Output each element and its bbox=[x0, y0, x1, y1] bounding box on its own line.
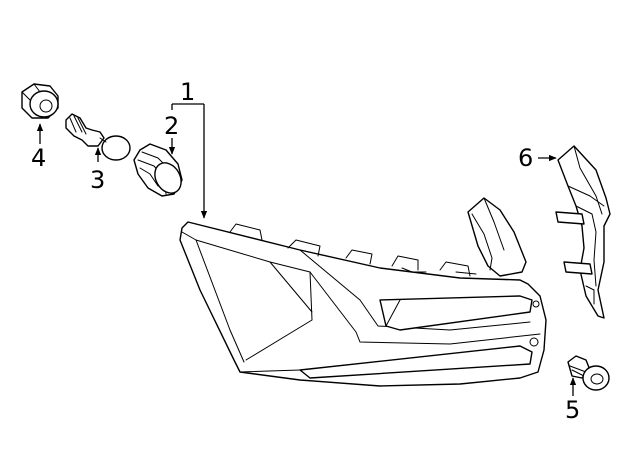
callout-4: 4 bbox=[31, 144, 46, 172]
leader-lines bbox=[36, 103, 577, 396]
tail-lamp-assembly[interactable] bbox=[179, 197, 547, 387]
callout-3: 3 bbox=[90, 166, 105, 194]
callout-2: 2 bbox=[164, 112, 179, 140]
clip-part[interactable] bbox=[567, 355, 610, 391]
nut-part[interactable] bbox=[21, 83, 59, 119]
callout-1: 1 bbox=[180, 78, 195, 106]
bracket-part[interactable] bbox=[555, 145, 611, 319]
callout-5: 5 bbox=[565, 396, 580, 424]
ball-stud-part[interactable] bbox=[65, 113, 131, 161]
callout-6: 6 bbox=[518, 144, 533, 172]
grommet-part[interactable] bbox=[133, 143, 186, 198]
